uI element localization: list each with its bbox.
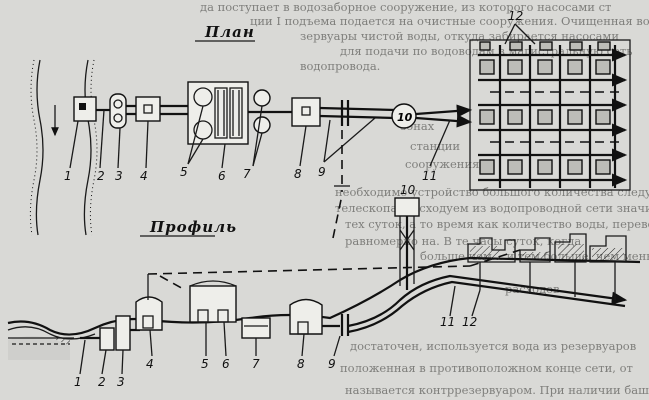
plan-label-4: 4: [140, 169, 148, 183]
profile-label-4: 4: [146, 357, 154, 371]
bg-text-line: положенная в противоположном конце сети,…: [340, 361, 633, 375]
bg-text-line: да поступает в водозаборное сооружение, …: [200, 0, 611, 14]
town-network-grid: [469, 39, 631, 191]
profile-label-3: 3: [117, 375, 125, 389]
plan-label-5: 5: [180, 165, 188, 179]
profile-label-2: 2: [98, 375, 106, 389]
plan-label-7: 7: [243, 167, 251, 181]
profile-water-tower: [394, 197, 420, 217]
profile-intake: [99, 327, 115, 351]
profile-pump-station-2: [289, 298, 323, 335]
pump-station-1: [109, 93, 127, 129]
bg-text-line: водопровода.: [300, 59, 380, 73]
river: [29, 59, 98, 236]
bg-text-line: ции I подъема подается на очистные соору…: [250, 14, 649, 28]
bg-text-line: телескопа. Расходуем из водопроводной се…: [335, 201, 649, 215]
profile-town-buildings: [467, 233, 627, 300]
ground-profile: [7, 256, 641, 336]
clear-water-reservoir: [253, 89, 271, 107]
profile-clear-water-reservoir: [241, 317, 271, 339]
profile-pump-station-1: [115, 315, 131, 351]
pump-station-2: [291, 97, 321, 127]
bg-text-line: называется контррезервуаром. При наличии…: [345, 383, 649, 397]
clear-water-reservoir: [253, 116, 271, 134]
bg-text-line: равномерно на. В те часы суток, когда: [345, 234, 581, 248]
profile-treatment-plant: [189, 285, 237, 323]
bg-text-line: тех суток, а то время как количество вод…: [345, 217, 649, 231]
plan-label-11: 11: [422, 169, 437, 183]
water-tower-number: 10: [397, 111, 413, 124]
bg-text-line: сооружения: [405, 157, 479, 171]
profile-label-11: 11: [440, 315, 455, 329]
profile-label-5: 5: [201, 357, 209, 371]
plan-title: План: [204, 23, 255, 41]
plan-labels: 1 2 3 4 5 6 7 8 9 11 12: [64, 9, 523, 183]
plan-label-9: 9: [318, 165, 326, 179]
bg-text-line: необходимо устройство большого количеств…: [335, 185, 649, 199]
plan-label-6: 6: [218, 169, 226, 183]
plan-label-12: 12: [508, 9, 523, 23]
profile-label-6: 6: [222, 357, 230, 371]
profile-label-12: 12: [462, 315, 477, 329]
profile-title: Профиль: [149, 218, 237, 236]
profile-label-8: 8: [297, 357, 305, 371]
bg-text-line: станции: [410, 139, 460, 153]
plan-label-1: 1: [64, 169, 72, 183]
bg-text-line: зервуары чистой воды, откуда забирается …: [300, 29, 619, 43]
profile-mixer: [135, 296, 163, 331]
background-text: да поступает в водозаборное сооружение, …: [200, 0, 649, 397]
plan-label-3: 3: [115, 169, 123, 183]
plan-label-2: 2: [97, 169, 105, 183]
profile-label-1: 1: [74, 375, 82, 389]
water-tower: [391, 103, 417, 129]
plan-label-8: 8: [294, 167, 302, 181]
bg-text-line: достаточен, используется вода из резерву…: [350, 339, 636, 353]
mixer: [135, 96, 161, 122]
profile-label-9: 9: [328, 357, 336, 371]
profile-label-10: 10: [400, 183, 416, 197]
profile-labels: 1 2 3 4 5 6 7 8 9 10 11 12: [74, 183, 481, 389]
profile-label-7: 7: [252, 357, 260, 371]
